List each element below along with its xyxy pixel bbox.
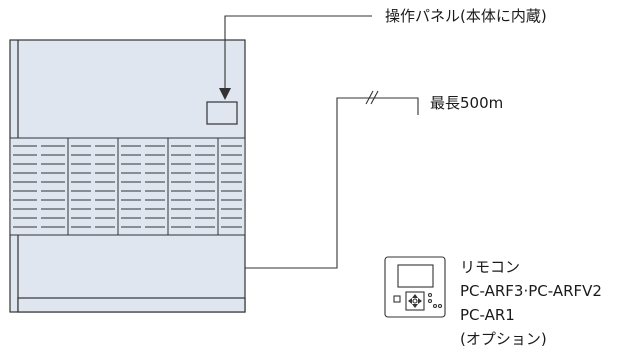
panel-leader — [219, 15, 372, 100]
remote-button — [427, 298, 433, 304]
operation-panel — [206, 101, 238, 125]
break-mark — [365, 90, 374, 105]
remote-button — [393, 295, 401, 303]
remote-title: リモコン — [460, 258, 521, 276]
air-grille — [9, 137, 246, 236]
arrow-head-icon — [219, 88, 231, 100]
remote-option: (オプション) — [460, 330, 547, 348]
remote-button — [432, 303, 438, 309]
break-mark — [370, 90, 379, 105]
unit-base — [17, 297, 246, 313]
remote-model-1: PC-ARF3·PC-ARFV2 — [460, 282, 602, 300]
remote-button — [437, 303, 443, 309]
dpad-arrows-icon — [412, 294, 418, 298]
remote-button — [427, 292, 433, 298]
grille-louvers — [13, 145, 242, 228]
remote-screen — [397, 264, 434, 288]
distance-label: 最長500m — [430, 94, 504, 112]
panel-label: 操作パネル(本体に内蔵) — [385, 7, 547, 25]
remote-wiring — [245, 90, 419, 269]
remote-controller — [384, 256, 446, 318]
remote-model-2: PC-AR1 — [460, 306, 515, 324]
